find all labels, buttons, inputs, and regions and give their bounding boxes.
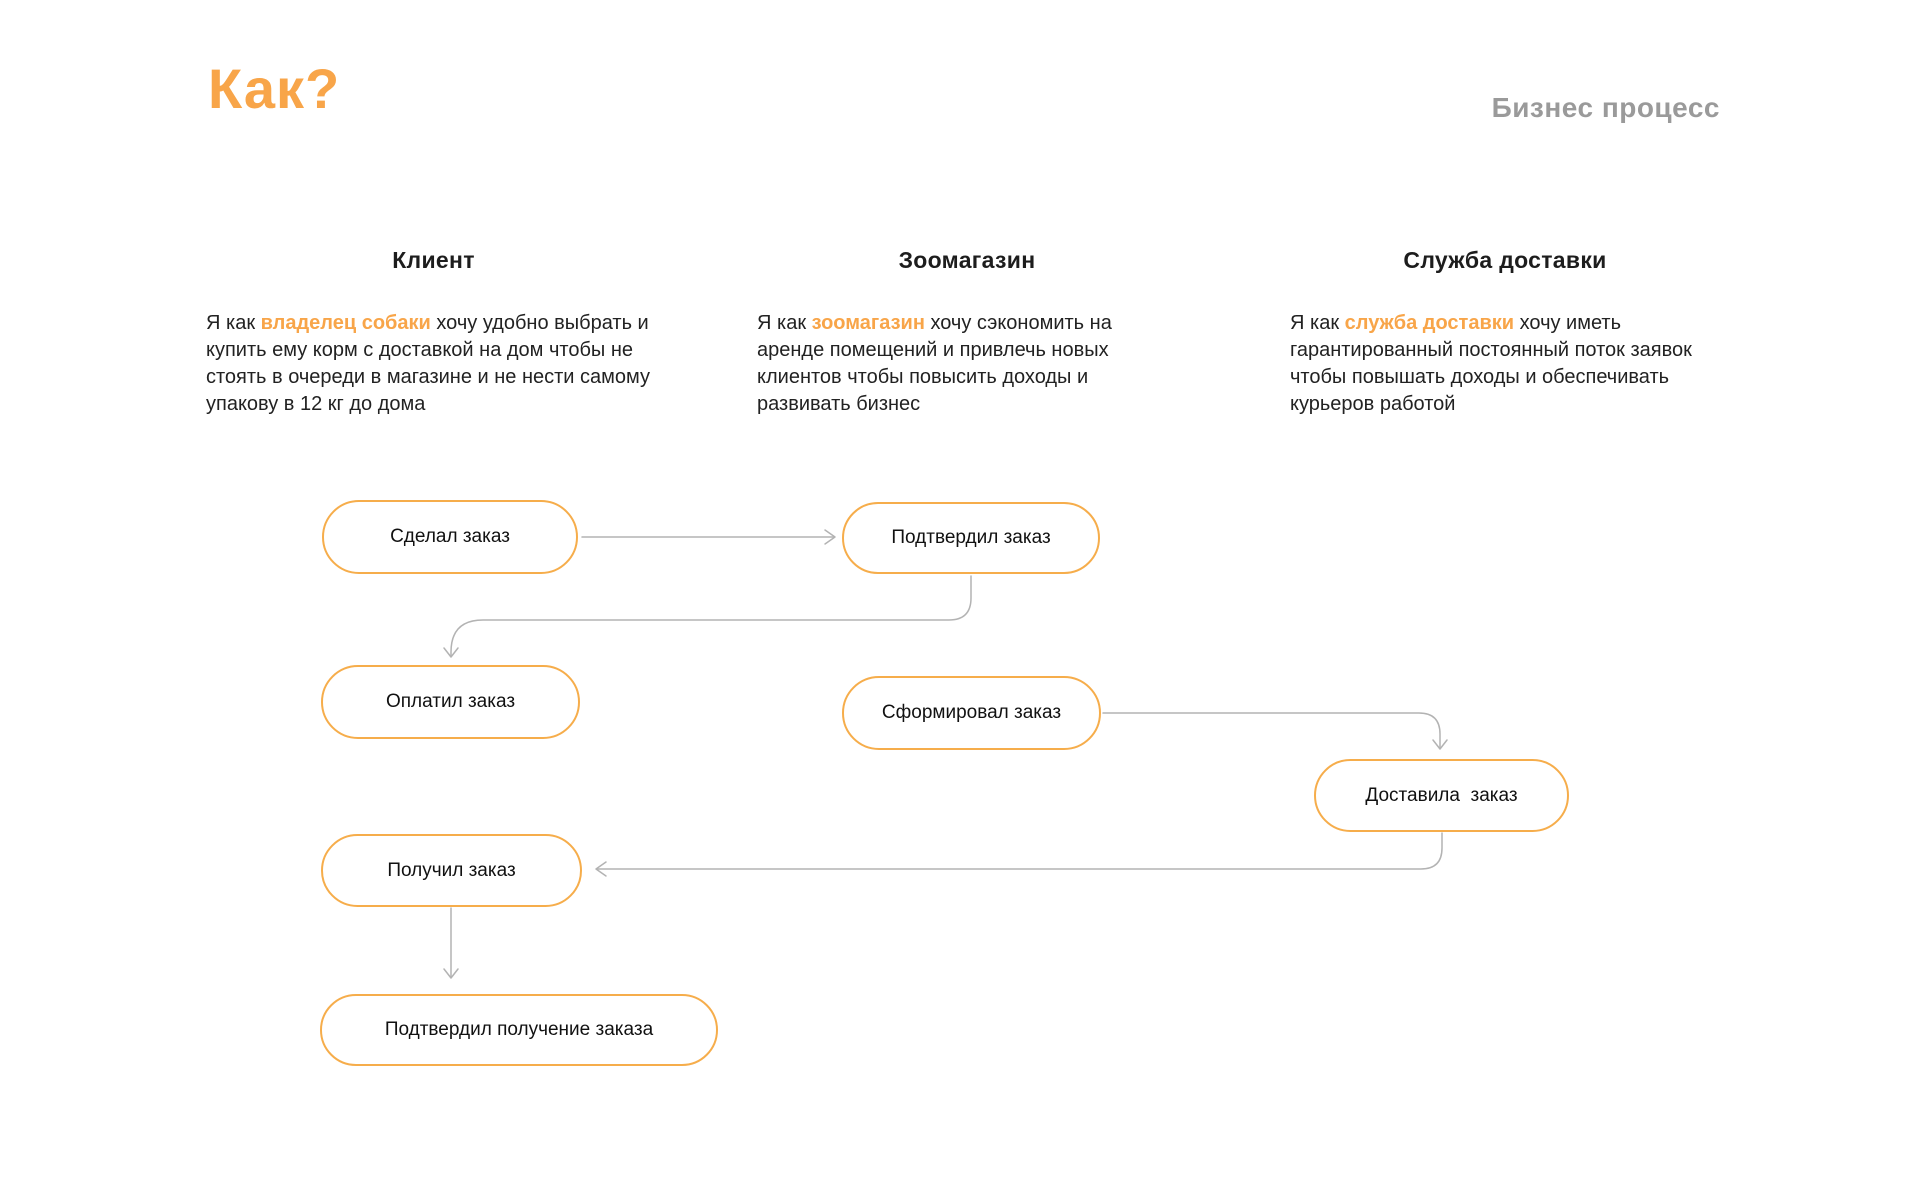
column-petshop-heading: Зоомагазин — [898, 247, 1036, 273]
column-delivery-story: Я как служба доставки хочу иметь гаранти… — [1290, 310, 1720, 418]
story-suffix: хочу сэкономить на аренде помещений и пр… — [757, 312, 1112, 415]
flow-node-confirmed-order: Подтвердил заказ — [842, 502, 1100, 574]
column-client: Клиент Я как владелец собаки хочу удобно… — [206, 246, 661, 418]
story-highlight: служба доставки — [1344, 312, 1515, 334]
flow-node-label: Получил заказ — [387, 859, 516, 881]
flow-node-label: Оплатил заказ — [385, 691, 516, 712]
flow-node-delivered-order: Доставила заказ — [1314, 759, 1569, 832]
arrow-confirmed-to-paid — [443, 575, 972, 658]
flow-node-made-order: Сделал заказ — [322, 500, 578, 574]
story-prefix: Я как — [206, 312, 261, 334]
column-petshop: Зоомагазин Я как зоомагазин хочу сэконом… — [757, 246, 1177, 418]
arrow-delivered-to-received — [595, 832, 1443, 877]
story-prefix: Я как — [757, 312, 812, 334]
story-prefix: Я как — [1290, 312, 1345, 334]
flow-node-label: Подтвердил получение заказа — [384, 1019, 654, 1040]
arrow-made-to-confirmed — [581, 529, 836, 545]
arrow-formed-to-delivered — [1102, 712, 1448, 750]
column-delivery-heading: Служба доставки — [1403, 247, 1607, 273]
flow-node-label: Сделал заказ — [390, 526, 510, 547]
flow-node-paid-order: Оплатил заказ — [321, 665, 580, 739]
flow-node-ack-receipt: Подтвердил получение заказа — [320, 994, 718, 1066]
column-client-heading: Клиент — [392, 247, 475, 273]
story-suffix: хочу удобно выбрать и купить ему корм с … — [206, 312, 650, 415]
page-title: Как? — [208, 57, 341, 120]
flow-node-label: Сформировал заказ — [881, 702, 1062, 723]
column-petshop-story: Я как зоомагазин хочу сэкономить на арен… — [757, 310, 1177, 418]
flow-node-received-order: Получил заказ — [321, 834, 582, 907]
story-highlight: зоомагазин — [811, 312, 925, 334]
page-subtitle: Бизнес процесс — [1491, 92, 1720, 123]
column-client-story: Я как владелец собаки хочу удобно выбрат… — [206, 310, 661, 418]
column-delivery: Служба доставки Я как служба доставки хо… — [1290, 246, 1720, 418]
flow-node-formed-order: Сформировал заказ — [842, 676, 1101, 750]
arrow-received-to-ack — [443, 907, 459, 979]
flow-node-label: Подтвердил заказ — [891, 527, 1051, 548]
story-suffix: хочу иметь гарантированный постоянный по… — [1290, 312, 1692, 415]
story-highlight: владелец собаки — [260, 312, 431, 334]
flow-node-label: Доставила заказ — [1365, 784, 1518, 806]
